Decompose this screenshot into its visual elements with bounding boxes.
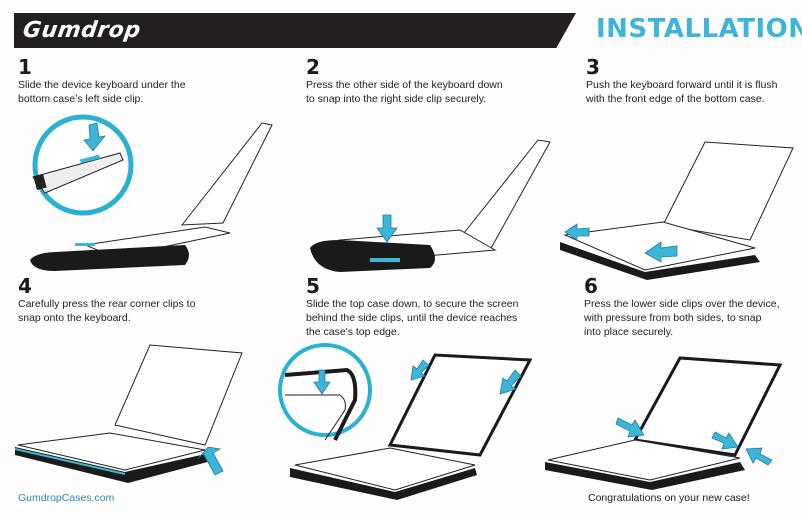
step-number: 6 (584, 274, 598, 298)
down-arrow-icon (83, 122, 106, 152)
step-5-illustration (278, 343, 533, 500)
step-6-illustration (545, 356, 783, 490)
step-instruction: Press the lower side clips over the devi… (584, 298, 780, 338)
step-instruction: Slide the top case down, to secure the s… (306, 298, 519, 338)
down-left-arrow-icon (410, 359, 430, 381)
step-4: 4 Carefully press the rear corner clips … (18, 276, 195, 325)
step-6: 6 Press the lower side clips over the de… (584, 276, 780, 339)
step-instruction: Carefully press the rear corner clips to… (18, 298, 196, 324)
step-instruction: Slide the device keyboard under the bott… (18, 79, 186, 105)
header-bar (14, 13, 576, 48)
page-title: INSTALLATION (596, 14, 802, 44)
step-2-illustration (310, 139, 551, 272)
step-number: 5 (306, 274, 320, 298)
step-3-illustration (560, 141, 794, 280)
step-5: 5 Slide the top case down, to secure the… (306, 276, 518, 339)
step-number: 3 (586, 55, 600, 79)
left-arrow-icon (564, 223, 590, 241)
step-number: 2 (306, 55, 320, 79)
down-left-arrow-icon (499, 369, 522, 395)
step-number: 1 (18, 55, 32, 79)
step-1-illustration (30, 114, 273, 271)
left-arrow-icon (644, 241, 678, 263)
step-1: 1 Slide the device keyboard under the bo… (18, 57, 186, 106)
step-3: 3 Push the keyboard forward until it is … (586, 57, 777, 106)
step-4-illustration (14, 344, 243, 483)
step-instruction: Press the other side of the keyboard dow… (306, 79, 503, 105)
website-link[interactable]: GumdropCases.com (18, 492, 115, 504)
congratulations-message: Congratulations on your new case! (588, 492, 750, 504)
down-arrow-icon (313, 369, 331, 395)
up-arrow-icon (197, 446, 224, 476)
step-2: 2 Press the other side of the keyboard d… (306, 57, 503, 106)
left-arrow-icon (745, 447, 773, 466)
right-arrow-icon (711, 431, 739, 450)
step-instruction: Push the keyboard forward until it is fl… (586, 79, 778, 105)
step-number: 4 (18, 274, 32, 298)
down-arrow-icon (376, 214, 398, 243)
right-arrow-icon (615, 417, 645, 438)
brand-logo: Gumdrop (21, 18, 143, 43)
